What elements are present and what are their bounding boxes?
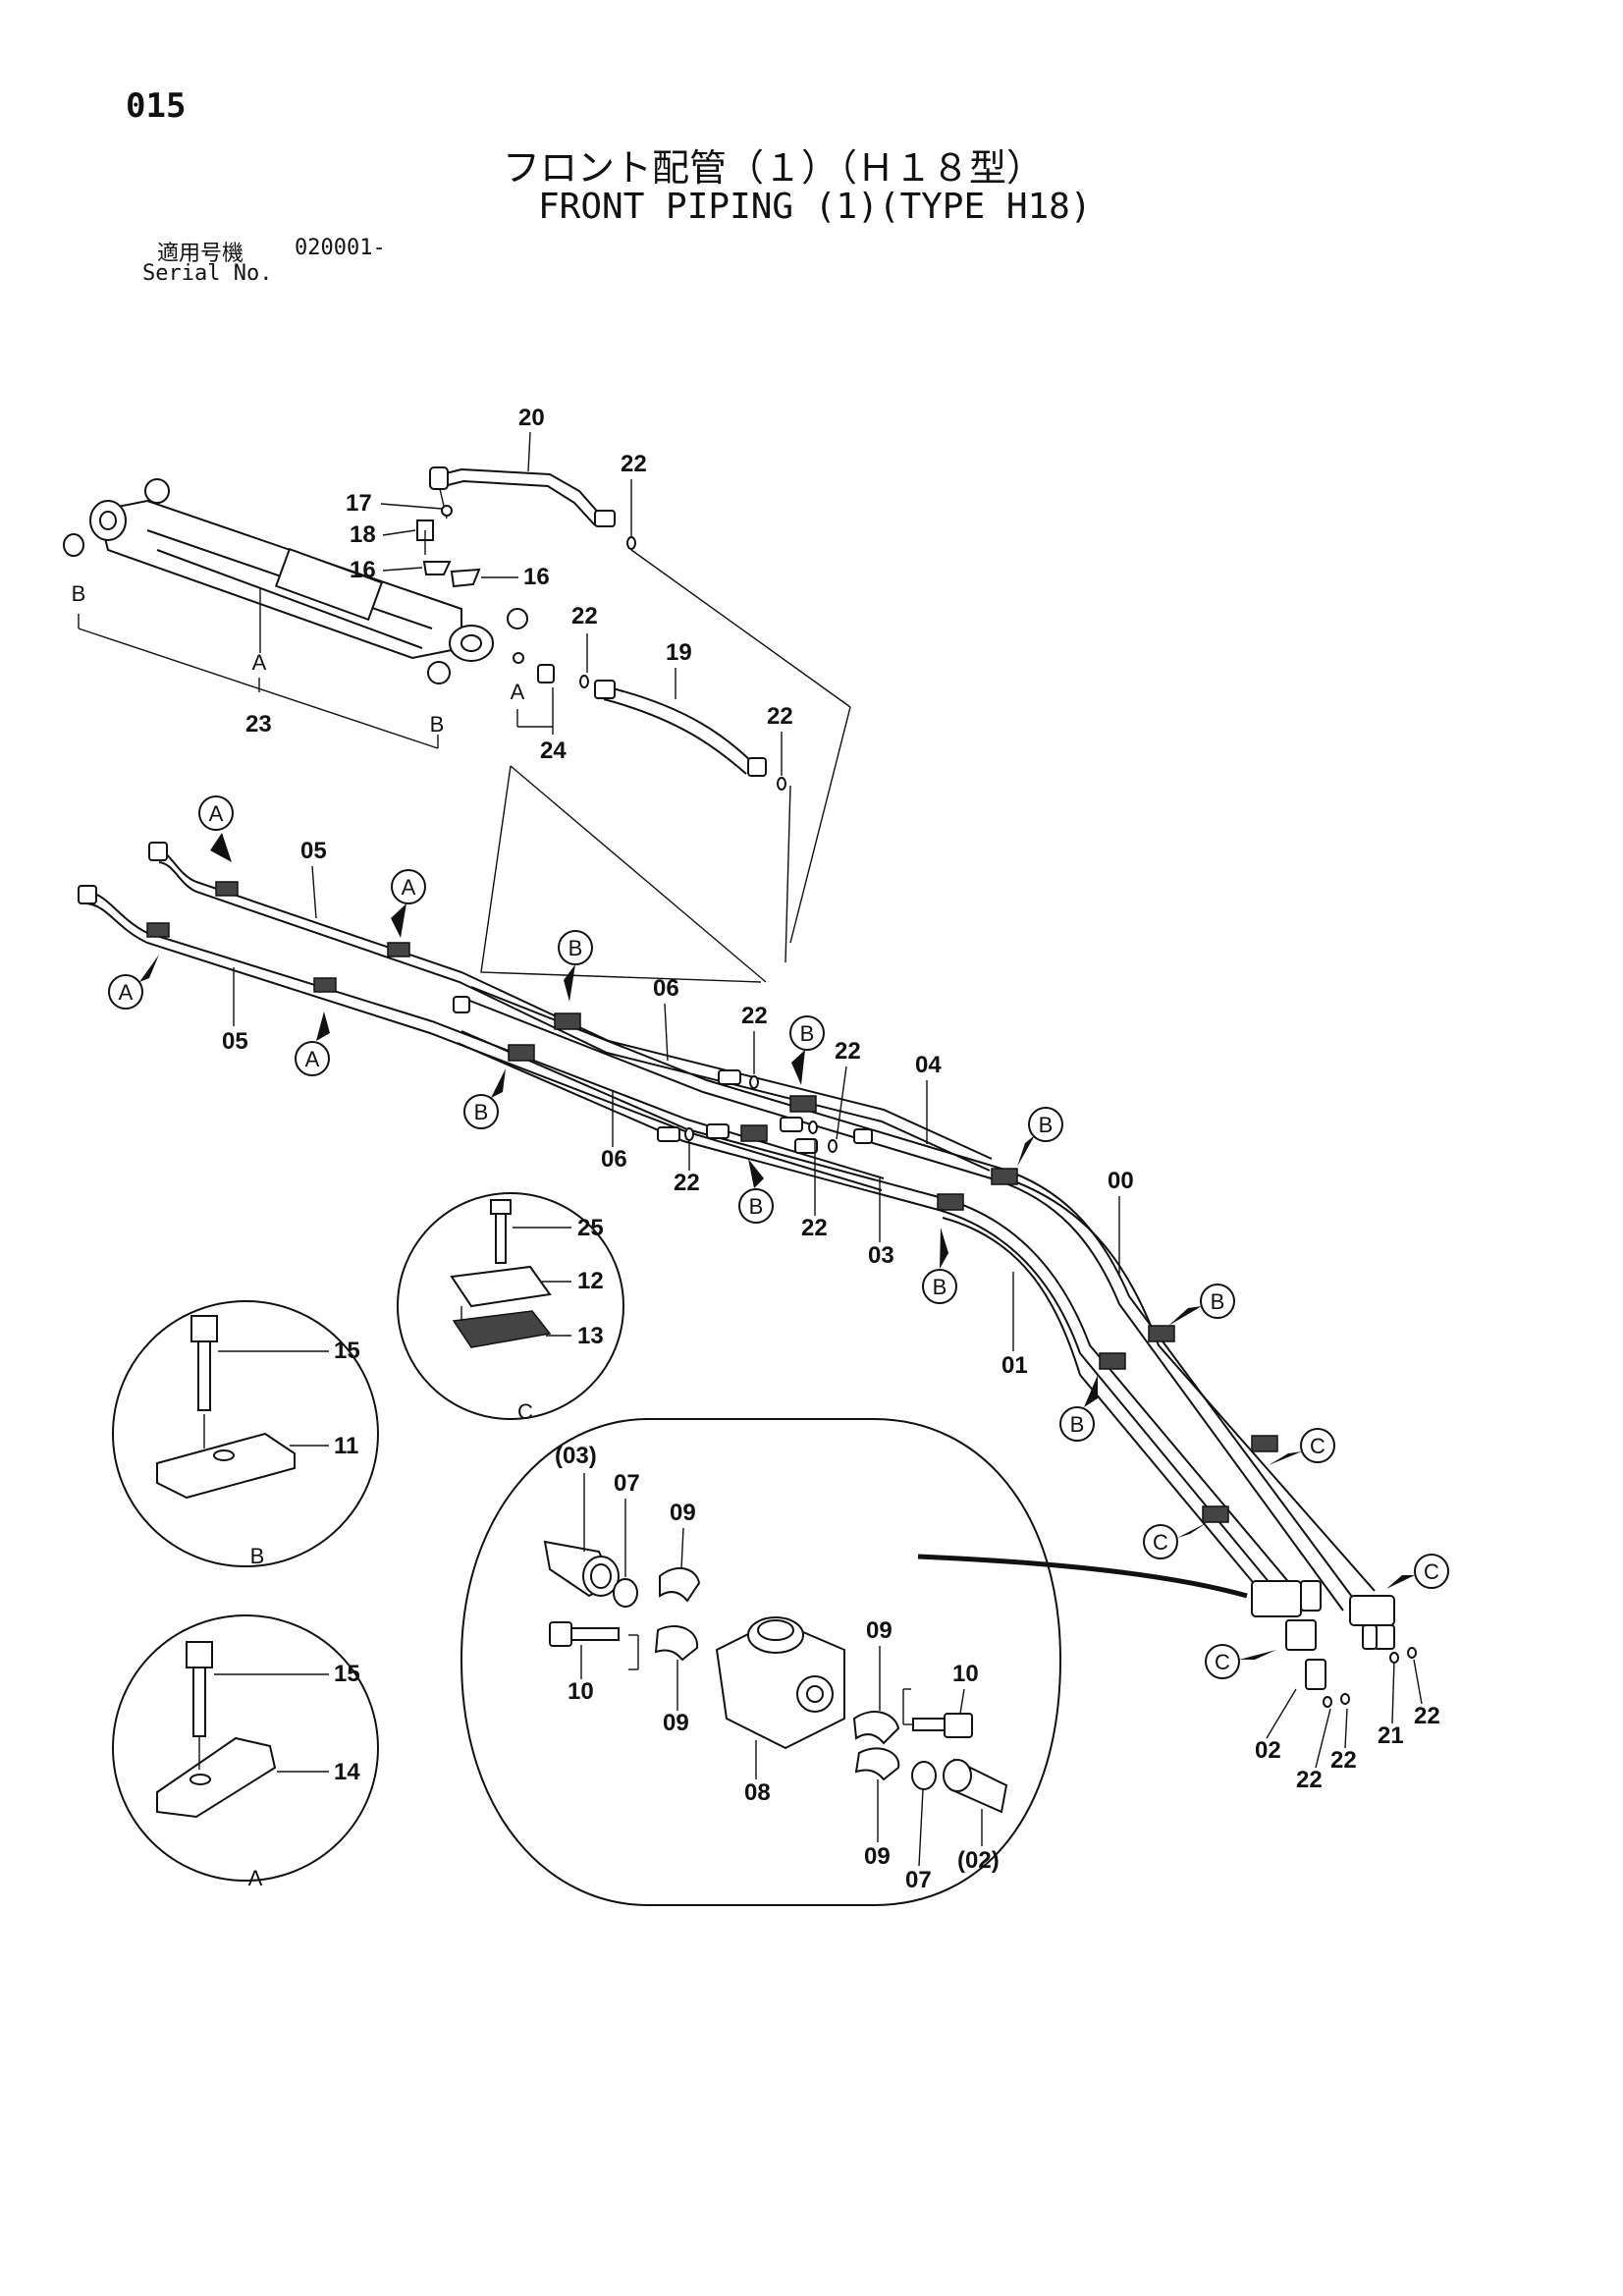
fitting-ref-a: A [511,680,525,704]
part-label-15-a: 15 [334,1661,360,1687]
callout-b-5: B [1039,1113,1054,1137]
part-label-02-paren: (02) [957,1847,1000,1874]
part-label-06-lower: 06 [601,1146,627,1173]
callout-c-3: C [1424,1559,1439,1584]
part-label-22-j: 22 [1414,1703,1440,1729]
part-label-07-lower: 07 [905,1867,932,1893]
part-label-13: 13 [577,1323,604,1349]
part-label-25: 25 [577,1215,604,1241]
part-label-06-upper: 06 [653,975,679,1002]
part-label-08: 08 [744,1779,771,1806]
detail-c[interactable] [397,1192,624,1420]
part-label-09-upper-a: 09 [670,1500,696,1526]
cylinder-ref-a: A [252,650,267,675]
part-label-22-b: 22 [571,603,598,629]
part-label-05-lower: 05 [222,1028,248,1055]
part-label-11: 11 [334,1433,358,1459]
callout-markers [108,795,1449,1679]
part-label-23: 23 [245,711,272,738]
part-label-10-left: 10 [568,1678,594,1705]
callout-b-4: B [749,1194,764,1219]
part-label-24: 24 [540,738,567,764]
part-label-19: 19 [666,639,692,666]
part-label-22-e: 22 [835,1038,861,1065]
detail-a[interactable] [112,1614,379,1882]
part-label-16-left: 16 [350,557,376,583]
part-label-03-paren: (03) [555,1443,597,1469]
part-label-00: 00 [1108,1168,1134,1194]
part-label-04: 04 [915,1052,942,1078]
callout-a-1: A [209,801,224,826]
cylinder-ref-b-left: B [72,581,86,606]
part-label-12: 12 [577,1268,604,1294]
callout-c-1: C [1310,1434,1325,1458]
part-label-20: 20 [518,405,545,431]
part-label-22-h: 22 [1296,1767,1323,1793]
callout-c-2: C [1153,1530,1168,1555]
part-label-22-c: 22 [767,703,793,730]
part-label-05-upper: 05 [300,838,327,864]
detail-c-label: C [517,1399,533,1424]
fitting-24[interactable] [513,652,555,683]
part-label-09-upper-b: 09 [866,1617,893,1644]
serial-label-japanese: 適用号機 [157,242,244,266]
cylinder-bracket-lines [78,614,439,749]
part-label-03: 03 [868,1242,894,1269]
clamp-parts-16-18[interactable] [416,505,481,588]
pipe-20[interactable] [429,466,616,527]
callout-b-3: B [800,1021,815,1046]
part-label-10-right: 10 [952,1661,979,1687]
part-label-17: 17 [346,490,372,517]
callout-a-4: A [305,1047,320,1071]
callout-b-1: B [568,936,583,960]
serial-label-english: Serial No. [142,261,273,286]
callout-a-3: A [119,980,134,1005]
part-label-22-f: 22 [674,1170,700,1196]
detail-a-label: A [248,1866,263,1890]
callout-b-6: B [933,1275,947,1299]
part-label-22-d: 22 [741,1003,768,1029]
callout-b-8: B [1070,1412,1085,1437]
part-label-07-upper: 07 [614,1470,640,1497]
page-number: 015 [126,86,187,126]
part-label-22-i: 22 [1330,1747,1357,1774]
part-label-14: 14 [334,1759,360,1785]
title-japanese: フロント配管（１）（Ｈ１８型） [503,146,1045,190]
callout-b-2: B [474,1100,489,1124]
part-label-01: 01 [1001,1352,1028,1379]
title-english: FRONT PIPING (1)(TYPE H18) [538,187,1092,227]
part-label-22-a: 22 [621,451,647,477]
part-label-09-lower-a: 09 [663,1710,689,1736]
detail-b[interactable] [112,1300,379,1567]
part-label-15-b: 15 [334,1338,360,1364]
callout-b-7: B [1211,1289,1225,1314]
main-pipe-set[interactable] [78,842,1395,1690]
cylinder-ref-b-right: B [430,712,445,737]
serial-number-value: 020001- [295,236,386,260]
part-label-02: 02 [1255,1737,1281,1764]
part-label-21: 21 [1378,1722,1404,1749]
hose-19[interactable] [594,680,767,777]
part-label-18: 18 [350,521,376,548]
detail-b-label: B [250,1544,265,1568]
cylinder-assembly[interactable] [63,478,528,684]
swivel-detail[interactable] [460,1418,1248,1906]
part-label-09-lower-b: 09 [864,1843,891,1870]
callout-a-2: A [402,875,416,900]
part-label-22-g: 22 [801,1215,828,1241]
part-label-16-right: 16 [523,564,550,590]
callout-c-4: C [1215,1650,1230,1674]
